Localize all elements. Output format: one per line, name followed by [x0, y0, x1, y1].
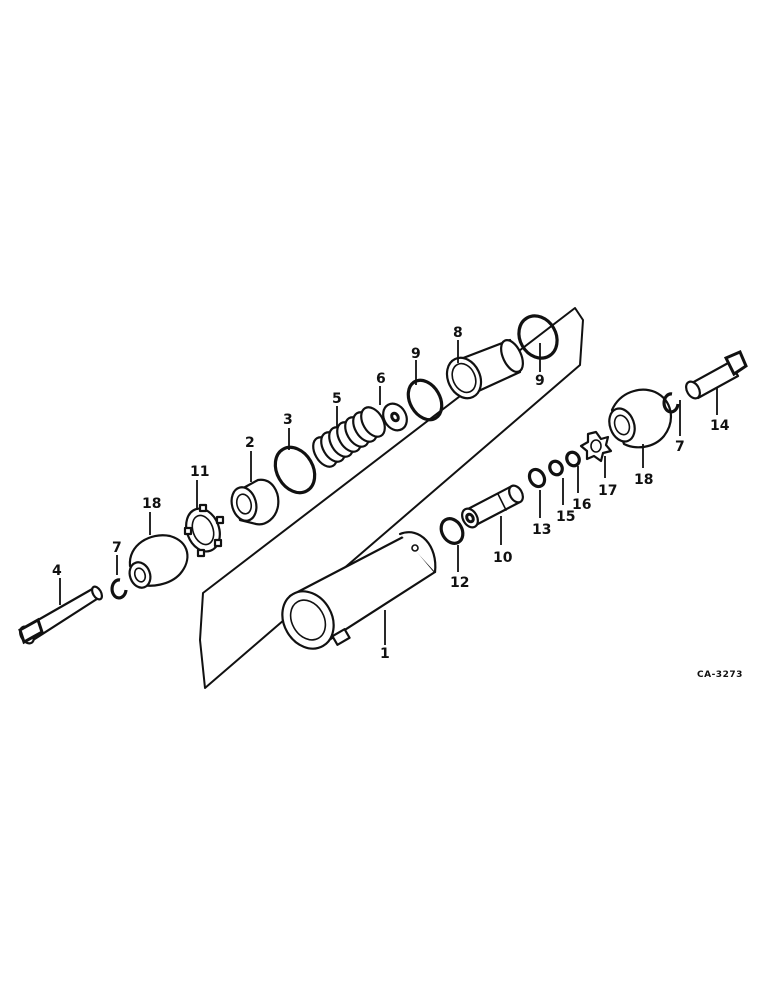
part-9-o-ring-middle [406, 378, 444, 422]
callout-12: 12 [450, 575, 469, 591]
callout-7a: 7 [112, 540, 122, 556]
part-16-ring [565, 450, 581, 468]
part-3-o-ring [273, 445, 317, 495]
part-5-spring [312, 406, 386, 468]
part-11-lock-washer [183, 503, 225, 558]
callout-labels: 4 7 18 11 2 3 5 6 9 8 9 1 12 10 13 15 16… [52, 325, 730, 662]
part-1-cylinder-barrel [281, 531, 437, 650]
callout-15: 15 [556, 509, 575, 525]
part-10-plunger [461, 484, 524, 529]
part-14-fitting [685, 350, 748, 400]
part-8-piston-sleeve [445, 338, 524, 400]
callout-18b: 18 [634, 472, 653, 488]
leader-lines [59, 340, 718, 645]
callout-6: 6 [376, 371, 386, 387]
callout-3: 3 [283, 412, 293, 428]
part-7-snap-ring-left [110, 578, 128, 600]
reference-code: CA-3273 [697, 670, 743, 680]
part-12-o-ring [439, 517, 465, 545]
part-9-o-ring-right [517, 314, 559, 360]
part-6-washer [382, 402, 408, 432]
callout-4: 4 [52, 563, 62, 579]
callout-14: 14 [710, 418, 730, 434]
part-4-rod [18, 585, 104, 645]
callout-13: 13 [532, 522, 551, 538]
part-2-gland [230, 478, 280, 526]
callout-2: 2 [245, 435, 255, 451]
part-13-ring [527, 467, 547, 489]
callout-11: 11 [190, 464, 209, 480]
part-7-snap-ring-right [662, 392, 680, 414]
part-17-star-washer [579, 430, 613, 463]
part-18-boot-left [128, 534, 189, 589]
callout-17: 17 [598, 483, 617, 499]
callout-1: 1 [380, 646, 390, 662]
callout-16: 16 [572, 497, 591, 513]
callout-5: 5 [332, 391, 342, 407]
part-15-ring [548, 459, 564, 477]
callout-8: 8 [453, 325, 463, 341]
callout-18a: 18 [142, 496, 161, 512]
callout-9b: 9 [535, 373, 545, 389]
callout-7b: 7 [675, 439, 685, 455]
callout-9a: 9 [411, 346, 421, 362]
assembly-plate-outline [199, 307, 584, 689]
callout-10: 10 [493, 550, 513, 566]
part-18-boot-right [608, 388, 673, 449]
